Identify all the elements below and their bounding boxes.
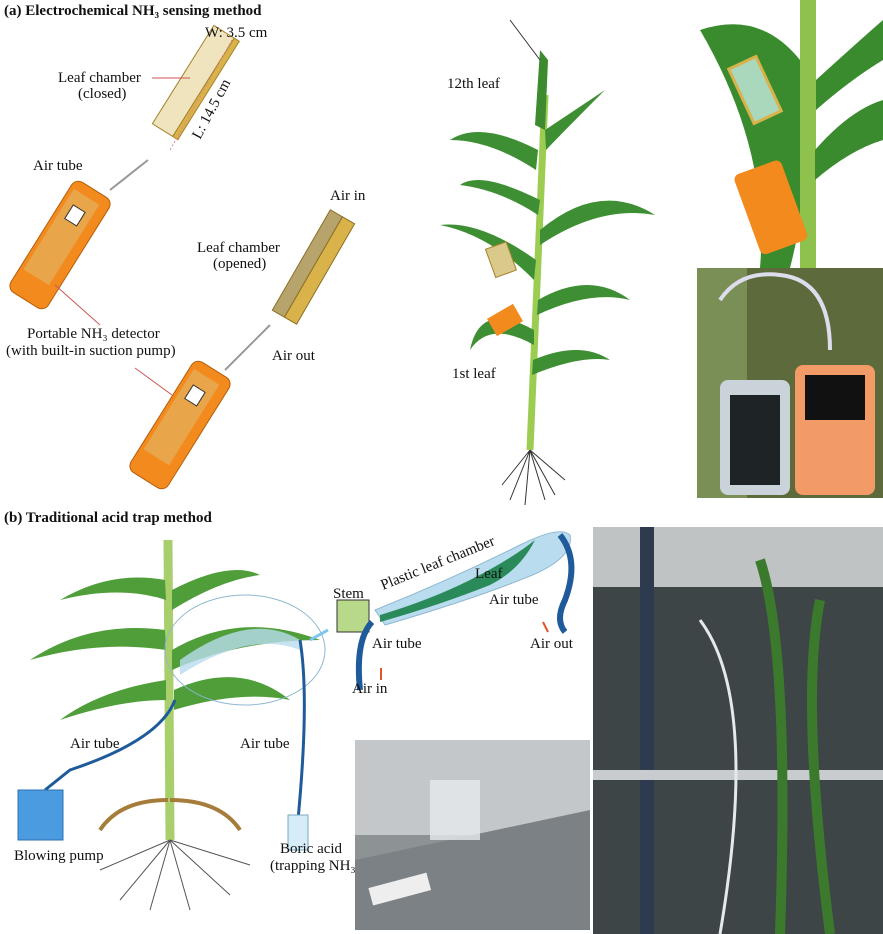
air-tube xyxy=(44,699,177,792)
leaf-label: Leaf xyxy=(475,566,502,582)
stem-label: Stem xyxy=(333,586,364,602)
panel-b-title: (b) Traditional acid trap method xyxy=(4,510,212,526)
air-tube xyxy=(224,324,271,371)
air-tube-in-label: Air tube xyxy=(372,636,422,652)
detector-label-1: Portable NH₃ detector xyxy=(27,326,160,342)
panel-a-title: (a) Electrochemical NH₃ sensing method xyxy=(4,3,262,19)
leaf-chamber-opened xyxy=(271,209,356,325)
leader-line xyxy=(54,284,101,326)
air-tube-out-label: Air tube xyxy=(489,592,539,608)
air-in-label: Air in xyxy=(352,681,388,697)
air-out-label: Air out xyxy=(272,348,316,364)
air-tube-label: Air tube xyxy=(33,158,83,174)
field-photo-detector xyxy=(697,268,883,498)
length-dimension-line xyxy=(169,39,233,151)
air-tube-left-label: Air tube xyxy=(70,736,120,752)
air-tube-right-label: Air tube xyxy=(240,736,290,752)
chamber-on-leaf-render xyxy=(670,0,883,269)
boric-acid-tube-icon xyxy=(287,814,309,851)
chamber-opened-label-2: (opened) xyxy=(213,256,266,272)
air-in-label: Air in xyxy=(330,188,366,204)
air-tube xyxy=(295,639,306,831)
leaf-chamber-closed xyxy=(151,24,240,141)
chamber-opened-label-1: Leaf chamber xyxy=(197,240,280,256)
leaf-1-label: 1st leaf xyxy=(452,366,496,382)
boric-acid-label-2: (trapping NH₃) xyxy=(270,858,361,874)
growth-chamber-photo xyxy=(593,527,883,934)
portable-detector xyxy=(9,180,111,310)
maize-plant-b-illustration xyxy=(30,539,326,911)
portable-detector xyxy=(129,360,231,490)
chamber-closed-label-1: Leaf chamber xyxy=(58,70,141,86)
boric-acid-label-1: Boric acid xyxy=(280,841,343,857)
air-tube xyxy=(109,159,149,191)
detector-label-2: (with built-in suction pump) xyxy=(6,343,176,359)
leaf-12-label: 12th leaf xyxy=(447,76,500,92)
plastic-chamber-detail xyxy=(309,531,575,691)
maize-plant-illustration xyxy=(440,19,655,506)
chamber-closed-label-2: (closed) xyxy=(78,86,126,102)
blowing-pump-label: Blowing pump xyxy=(14,848,104,864)
width-label: W: 3.5 cm xyxy=(205,25,268,41)
lab-photo-acid-traps xyxy=(355,740,590,930)
air-out-label: Air out xyxy=(530,636,574,652)
blowing-pump-icon xyxy=(17,789,64,841)
leader-line xyxy=(134,367,173,396)
